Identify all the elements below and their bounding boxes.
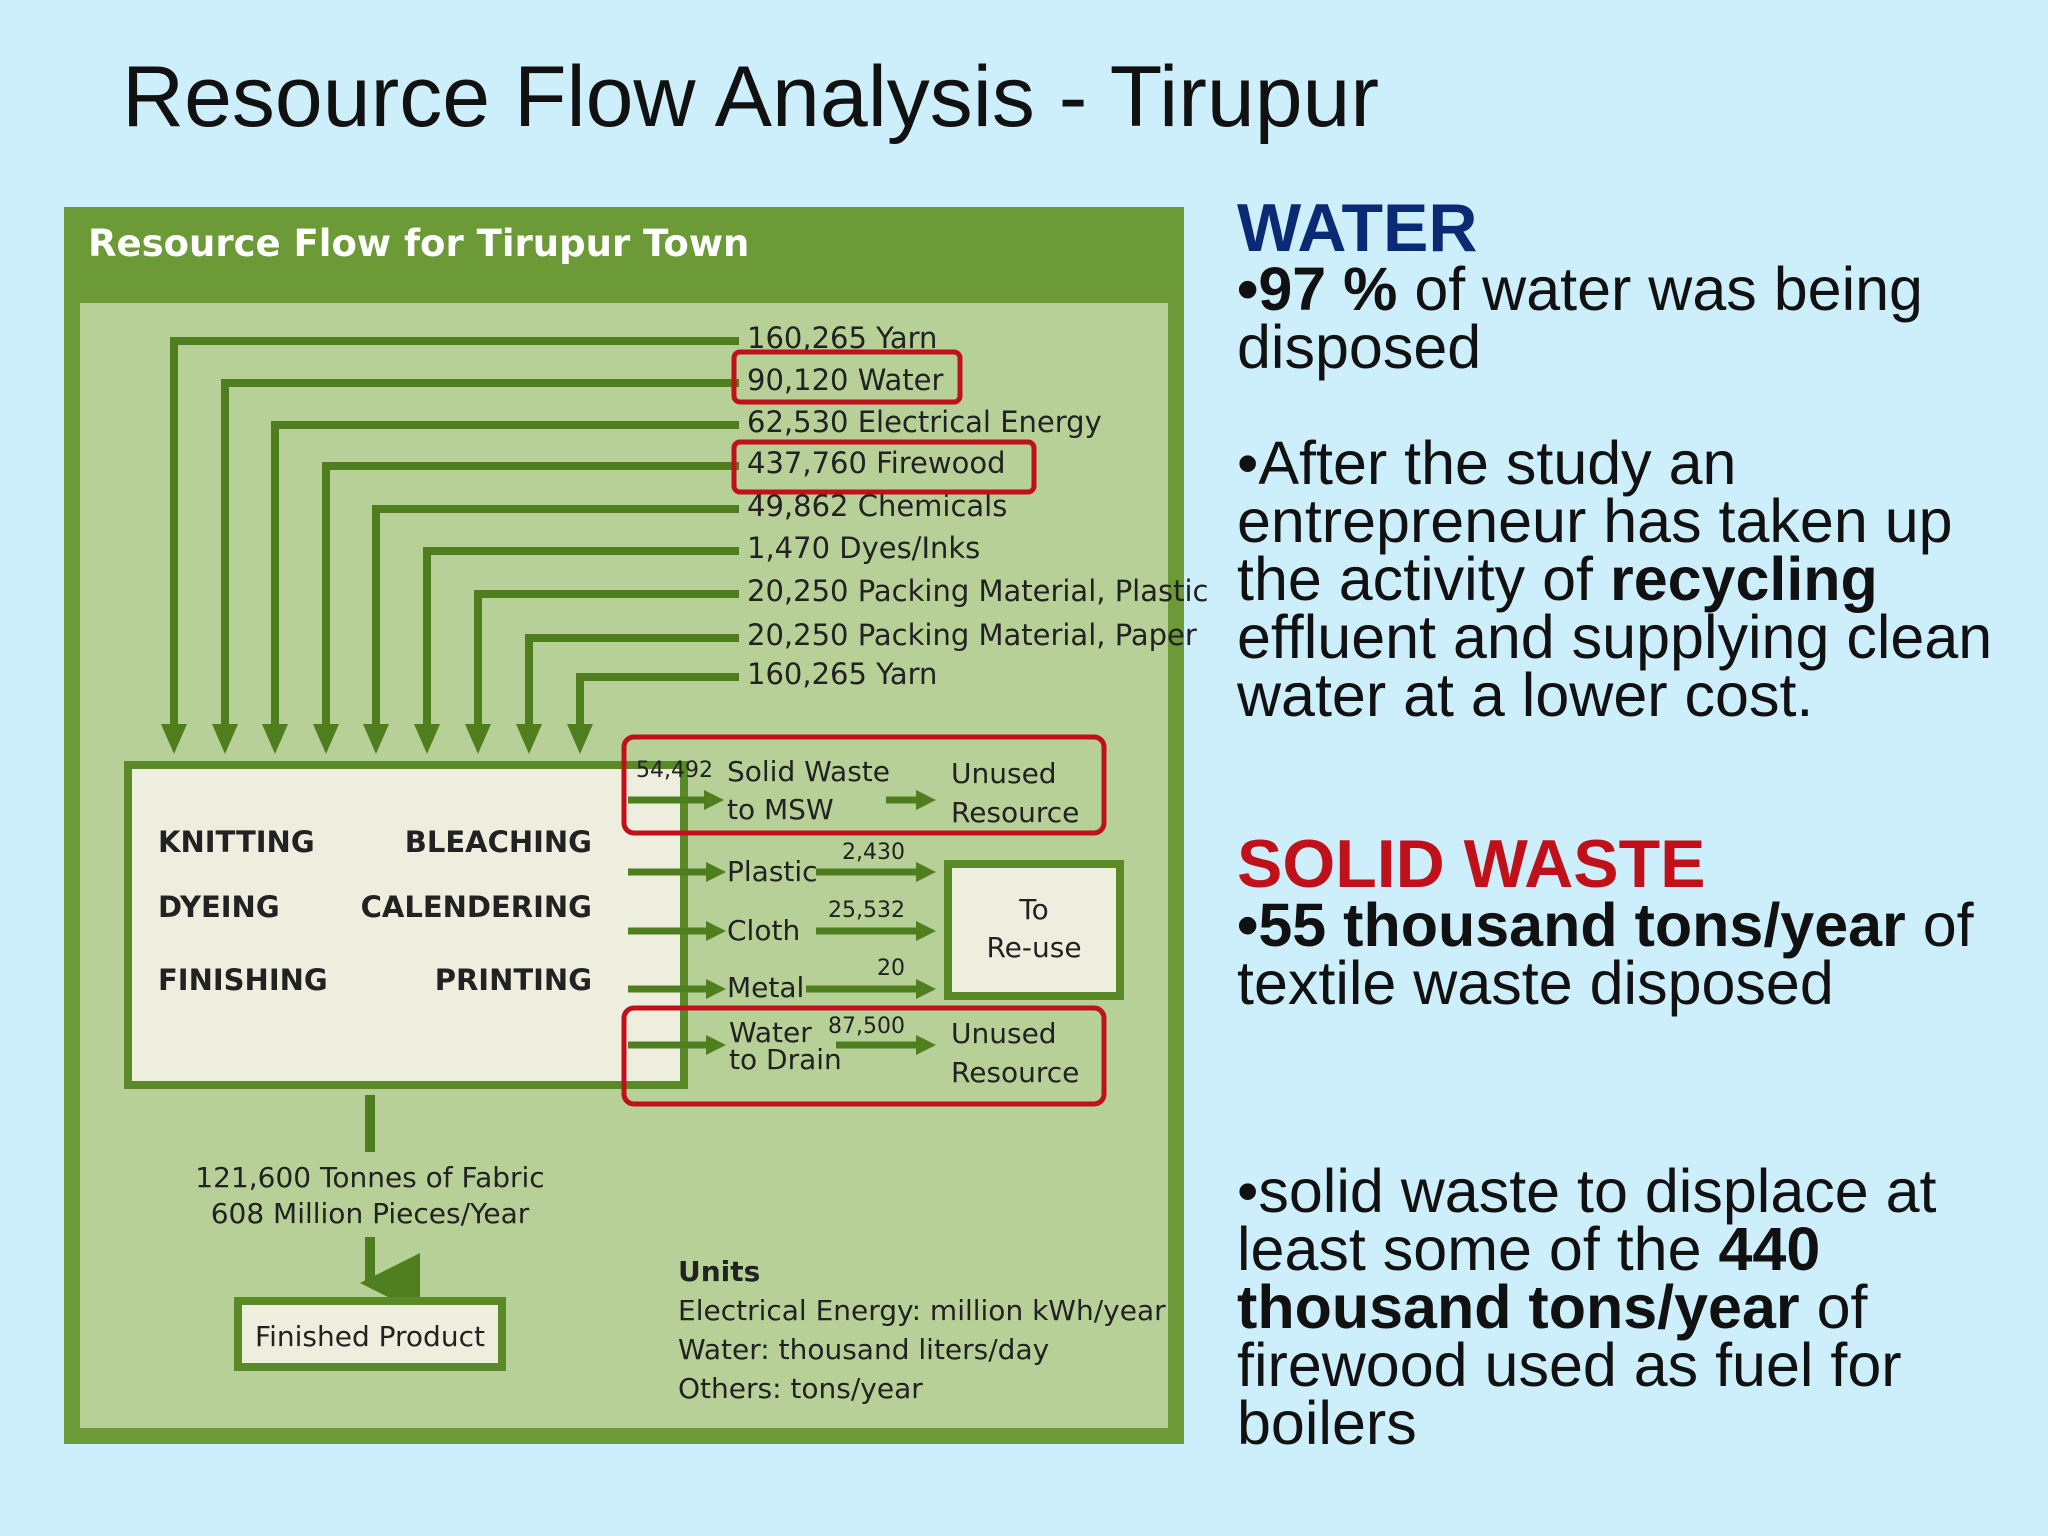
- solid-bullet-2-strong: 440 thousand tons/year: [1237, 1215, 1821, 1341]
- fabric-tonnes: 121,600 Tonnes of Fabric: [195, 1161, 544, 1194]
- input-arrowhead-electrical-energy: [262, 724, 288, 754]
- units-electrical: Electrical Energy: million kWh/year: [678, 1294, 1166, 1327]
- water-drain-dest: Unused: [951, 1017, 1057, 1050]
- water-bullet-2-text: •After the study an entrepreneur has tak…: [1237, 429, 1953, 613]
- input-label-packing-paper: 20,250 Packing Material, Paper: [747, 618, 1197, 652]
- solid-waste-arrow-b-head: [916, 790, 936, 810]
- highlight-firewood-input: [731, 439, 1037, 495]
- metal-arrow-b-head: [916, 979, 936, 999]
- slide-title: Resource Flow Analysis - Tirupur: [122, 49, 1379, 145]
- solid-bullet-2: •solid waste to displace at least some o…: [1237, 1161, 2037, 1454]
- solid-waste-heading: SOLID WASTE: [1237, 826, 1706, 902]
- solid-bullet-1: •55 thousand tons/year of textile waste …: [1237, 895, 2037, 1014]
- solid-bullet-1-text: of textile waste disposed: [1237, 891, 1974, 1017]
- water-drain-dest-2: Resource: [951, 1056, 1079, 1089]
- input-arrow-firewood: [322, 462, 739, 730]
- highlight-water-input: [731, 349, 963, 405]
- water-drain-value: 87,500: [828, 1014, 905, 1039]
- process-calendering: CALENDERING: [361, 890, 592, 924]
- input-arrow-packing-paper: [525, 634, 739, 730]
- input-flow-arrows: [161, 337, 739, 754]
- cloth-arrow-b-head: [916, 921, 936, 941]
- input-label-packing-plastic: 20,250 Packing Material, Plastic: [747, 574, 1209, 608]
- reuse-label-plastic: Plastic: [727, 855, 818, 888]
- resource-flow-diagram: Resource Flow for Tirupur Town 160,265 Y…: [64, 207, 1209, 1444]
- water-bullet-1-text: of water was being disposed: [1237, 255, 1923, 381]
- units-others: Others: tons/year: [678, 1372, 923, 1405]
- input-arrowhead-chemicals: [363, 724, 389, 754]
- solid-waste-dest-2: Resource: [951, 796, 1079, 829]
- reuse-value-plastic: 2,430: [842, 840, 905, 865]
- notes-panel: WATER •97 % of water was being disposed …: [1237, 190, 2037, 1454]
- solid-bullet-2-rest: of firewood used as fuel for boilers: [1237, 1273, 1902, 1457]
- solid-waste-label-2: to MSW: [727, 793, 834, 826]
- cloth-arrow-a-head: [706, 921, 726, 941]
- units-heading: Units: [678, 1255, 760, 1288]
- input-label-yarn: 160,265 Yarn: [747, 321, 937, 355]
- input-label-chemicals: 49,862 Chemicals: [747, 489, 1007, 523]
- finished-product-label: Finished Product: [255, 1320, 485, 1353]
- water-drain-label-2: to Drain: [729, 1043, 842, 1076]
- water-bullet-2: •After the study an entrepreneur has tak…: [1237, 433, 2037, 726]
- reuse-box-line-2: Re-use: [986, 931, 1081, 964]
- input-arrow-packing-plastic: [474, 590, 739, 730]
- highlight-water-drain: [621, 1005, 1107, 1107]
- input-arrow-chemicals: [372, 505, 739, 730]
- input-arrow-yarn: [170, 337, 739, 730]
- input-arrow-dyes-inks: [423, 547, 739, 730]
- reuse-box: [944, 860, 1124, 1000]
- input-arrowhead-yarn: [161, 724, 187, 754]
- finished-product-box: [234, 1297, 506, 1371]
- fabric-pieces: 608 Million Pieces/Year: [211, 1197, 530, 1230]
- plastic-arrow-b-head: [916, 862, 936, 882]
- input-arrow-water: [221, 379, 739, 730]
- water-drain-arrow-b-head: [916, 1035, 936, 1055]
- output-flow-arrows: [628, 790, 936, 1055]
- input-label-electrical-energy: 62,530 Electrical Energy: [747, 405, 1102, 439]
- diagram-header: Resource Flow for Tirupur Town: [88, 222, 749, 265]
- input-arrowhead-dyes-inks: [414, 724, 440, 754]
- input-arrowhead-firewood: [313, 724, 339, 754]
- metal-arrow-a-head: [706, 979, 726, 999]
- plastic-arrow-a-head: [706, 862, 726, 882]
- solid-bullet-2-text: •solid waste to displace at least some o…: [1237, 1157, 1937, 1283]
- water-heading: WATER: [1237, 190, 1478, 266]
- process-dyeing: DYEING: [158, 890, 280, 924]
- process-printing: PRINTING: [435, 963, 592, 997]
- process-knitting: KNITTING: [158, 825, 315, 859]
- process-finishing: FINISHING: [158, 963, 328, 997]
- water-bullet-1-strong: •97 %: [1237, 255, 1398, 323]
- units-water: Water: thousand liters/day: [678, 1333, 1049, 1366]
- solid-waste-value: 54,492: [636, 758, 713, 783]
- water-drain-label: Water: [729, 1016, 812, 1049]
- water-drain-arrow-a-head: [706, 1035, 726, 1055]
- reuse-value-cloth: 25,532: [828, 898, 905, 923]
- solid-waste-label: Solid Waste: [727, 755, 890, 788]
- reuse-label-cloth: Cloth: [727, 914, 800, 947]
- reuse-box-line-1: To: [1018, 893, 1048, 926]
- input-arrow-yarn-2: [576, 673, 739, 730]
- input-arrow-electrical-energy: [271, 421, 739, 730]
- water-bullet-2-strong: recycling: [1609, 545, 1878, 613]
- reuse-value-metal: 20: [877, 956, 905, 981]
- input-label-dyes-inks: 1,470 Dyes/Inks: [747, 531, 980, 565]
- solid-bullet-1-strong: •55 thousand tons/year: [1237, 891, 1906, 959]
- highlight-solid-waste: [621, 734, 1107, 836]
- input-label-water: 90,120 Water: [747, 363, 943, 397]
- input-arrowhead-packing-paper: [516, 724, 542, 754]
- reuse-label-metal: Metal: [727, 971, 804, 1004]
- process-box: [124, 761, 688, 1089]
- input-arrowhead-packing-plastic: [465, 724, 491, 754]
- input-label-firewood: 437,760 Firewood: [747, 446, 1006, 480]
- solid-waste-arrow-a-head: [704, 790, 724, 810]
- input-arrowhead-yarn-2: [567, 724, 593, 754]
- water-bullet-1: •97 % of water was being disposed: [1237, 259, 2037, 378]
- solid-waste-dest: Unused: [951, 757, 1057, 790]
- input-arrowhead-water: [212, 724, 238, 754]
- process-bleaching: BLEACHING: [405, 825, 592, 859]
- input-label-yarn-2: 160,265 Yarn: [747, 657, 937, 691]
- water-bullet-2-rest: effluent and supplying clean water at a …: [1237, 603, 1993, 729]
